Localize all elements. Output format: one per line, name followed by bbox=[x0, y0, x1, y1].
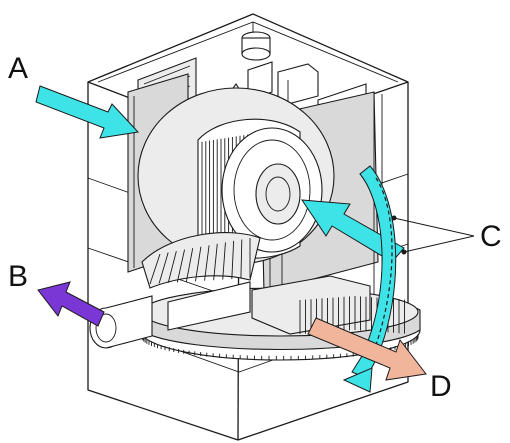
circulation-arrow bbox=[342, 165, 397, 393]
label-a: A bbox=[8, 52, 28, 85]
label-d: D bbox=[430, 370, 452, 403]
lower-grille bbox=[141, 232, 261, 289]
exhaust-arrow bbox=[37, 281, 105, 327]
outflow-arrow bbox=[307, 317, 427, 381]
exhaust-duct bbox=[89, 295, 153, 349]
label-c: C bbox=[480, 220, 502, 253]
blower-wheel bbox=[137, 87, 335, 265]
inflow-arrow bbox=[35, 85, 140, 139]
label-c-leaders bbox=[391, 215, 475, 255]
bottom-drum bbox=[139, 275, 421, 361]
label-b: B bbox=[8, 260, 28, 293]
